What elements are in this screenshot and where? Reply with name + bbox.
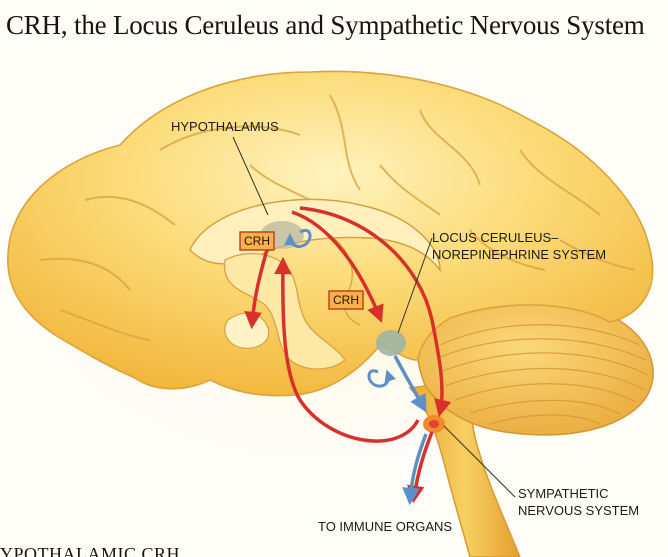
crh-red-pathways	[244, 206, 452, 504]
crh-arrow-hypothalamus-to-locus	[291, 210, 384, 323]
diagram-title: CRH, the Locus Ceruleus and Sympathetic …	[6, 10, 645, 40]
label-locus-ceruleus-line2: NOREPINEPHRINE SYSTEM	[432, 247, 606, 262]
locus-ceruleus-nucleus	[376, 330, 406, 356]
label-sympathetic-line1: SYMPATHETIC	[518, 486, 609, 501]
crh-label-hypothalamus: CRH	[244, 234, 270, 248]
label-hypothalamus: HYPOTHALAMUS	[171, 119, 279, 134]
cropped-caption-text: YPOTHALAMIC CRH	[0, 544, 181, 557]
norepinephrine-blue-pathways	[284, 228, 428, 506]
crh-arrow-hypothalamus-to-brainstem	[299, 206, 452, 418]
sympathetic-nucleus-core	[429, 420, 439, 428]
crh-box-pathway	[328, 290, 364, 310]
blue-arrow-locus-to-sympathetic	[393, 355, 427, 413]
cerebellum-folia	[437, 324, 649, 425]
thalamus-region	[224, 312, 270, 349]
crh-arrow-ascending-loop	[274, 256, 420, 443]
label-to-immune-organs: TO IMMUNE ORGANS	[318, 519, 452, 534]
crh-label-pathway: CRH	[333, 293, 359, 307]
cortex-sulci	[39, 94, 636, 341]
crh-box-hypothalamus	[239, 231, 275, 251]
blue-feedback-loop-hypothalamus	[284, 228, 312, 248]
label-sympathetic-line2: NERVOUS SYSTEM	[518, 503, 639, 518]
label-leader-lines	[232, 136, 516, 498]
crh-arrow-to-pituitary	[244, 245, 270, 330]
blue-feedback-loop-locus	[367, 369, 396, 388]
blue-arrow-to-immune	[402, 433, 428, 506]
label-locus-ceruleus-line1: LOCUS CERULEUS–	[432, 230, 559, 245]
